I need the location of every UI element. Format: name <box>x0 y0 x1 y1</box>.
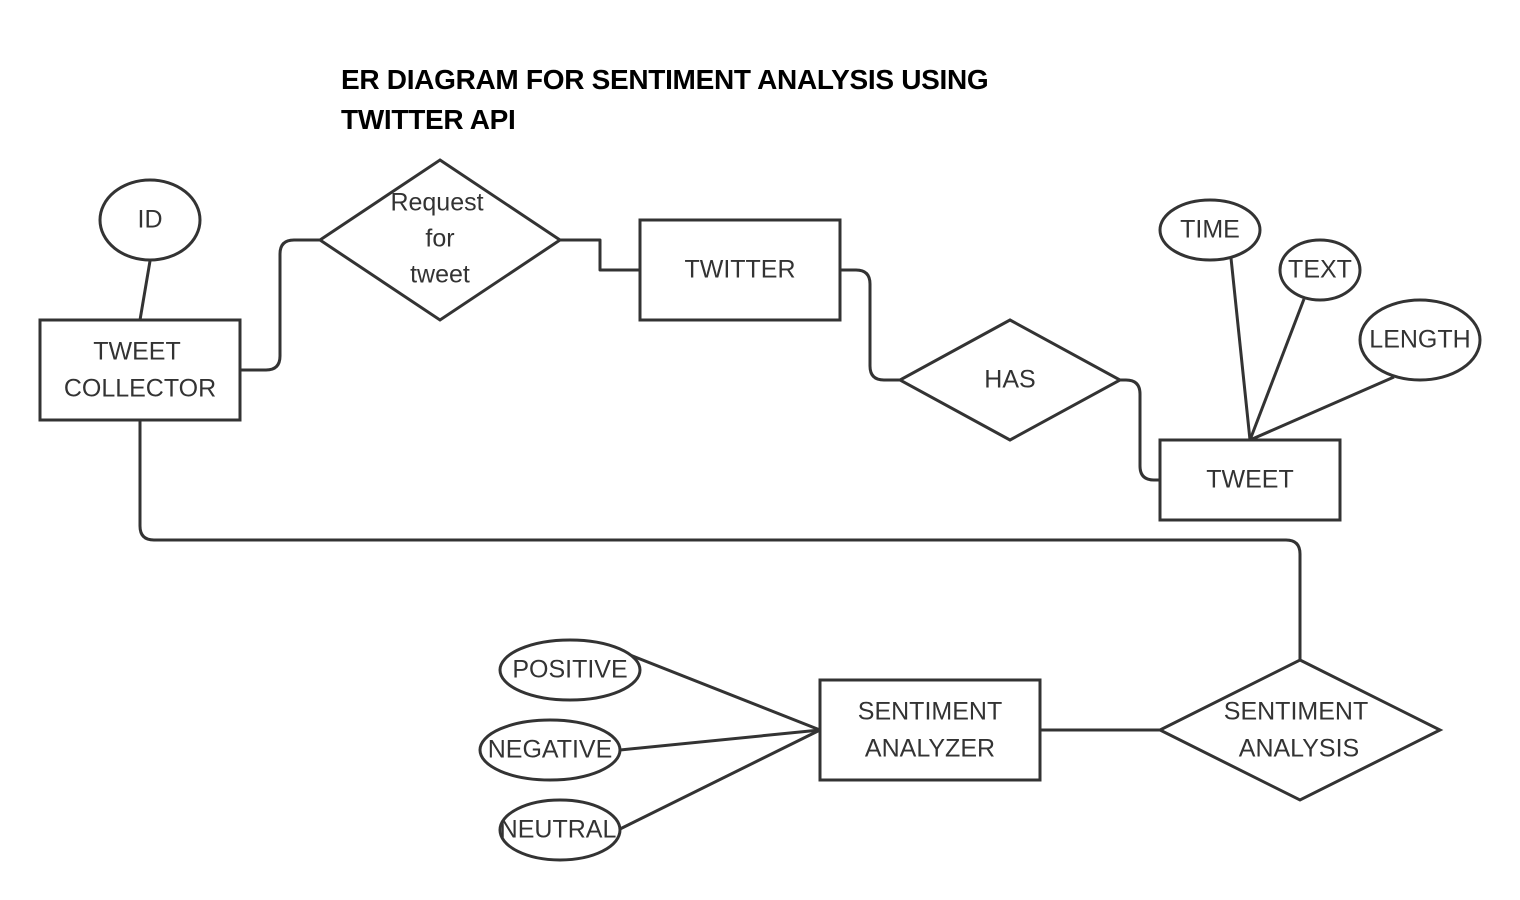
attribute-neutral-label: NEUTRAL <box>500 816 617 844</box>
entity-sentiment-analyzer[interactable]: SENTIMENT ANALYZER <box>818 678 1042 782</box>
entity-sentiment-analyzer-label-1: SENTIMENT <box>858 698 1002 726</box>
entity-tweet[interactable]: TWEET <box>1158 438 1342 522</box>
diagram-title-line-1: ER DIAGRAM FOR SENTIMENT ANALYSIS USING <box>341 64 989 95</box>
connector-time-tweet <box>1229 257 1252 441</box>
relationship-request-label-3: tweet <box>410 261 470 289</box>
entity-tweet-collector-label-2: COLLECTOR <box>64 375 216 403</box>
entity-twitter-label: TWITTER <box>684 256 795 284</box>
diagram-title: ER DIAGRAM FOR SENTIMENT ANALYSIS USING … <box>341 60 989 140</box>
connector-id-tweet-collector <box>138 260 152 321</box>
relationship-sentiment-analysis-label-1: SENTIMENT <box>1224 698 1368 726</box>
attribute-time-label: TIME <box>1180 216 1240 244</box>
diagram-title-line-2: TWITTER API <box>341 104 516 135</box>
connector-twitter-has <box>840 268 900 382</box>
attribute-neutral[interactable]: NEUTRAL <box>498 798 622 862</box>
attribute-positive[interactable]: POSITIVE <box>498 638 642 702</box>
connector-tweet-collector-sentiment-analysis <box>138 420 1302 660</box>
attribute-text[interactable]: TEXT <box>1278 238 1362 302</box>
entity-twitter[interactable]: TWITTER <box>638 218 842 322</box>
relationship-request-label-1: Request <box>390 189 483 217</box>
attribute-time[interactable]: TIME <box>1158 198 1262 262</box>
entity-sentiment-analyzer-label-2: ANALYZER <box>865 735 995 763</box>
relationship-has[interactable]: HAS <box>896 318 1124 442</box>
entity-tweet-collector-label-1: TWEET <box>93 338 181 366</box>
connector-neutral-analyzer <box>617 728 821 832</box>
attribute-negative-label: NEGATIVE <box>488 736 613 764</box>
attribute-length[interactable]: LENGTH <box>1358 298 1482 382</box>
relationship-has-label: HAS <box>984 366 1035 394</box>
attribute-id-label: ID <box>138 206 163 234</box>
relationship-sentiment-analysis-label-2: ANALYSIS <box>1239 735 1359 763</box>
connector-text-tweet <box>1248 298 1306 441</box>
connector-tweet-collector-request <box>240 238 320 372</box>
connector-positive-analyzer <box>629 653 821 732</box>
connector-has-tweet <box>1120 378 1160 482</box>
relationship-request-for-tweet[interactable]: Request for tweet <box>317 158 563 322</box>
attribute-negative[interactable]: NEGATIVE <box>478 718 622 782</box>
entity-tweet-label: TWEET <box>1206 466 1294 494</box>
relationship-sentiment-analysis[interactable]: SENTIMENT ANALYSIS <box>1156 658 1444 802</box>
attribute-length-label: LENGTH <box>1369 326 1470 354</box>
attribute-id[interactable]: ID <box>98 178 202 262</box>
attribute-positive-label: POSITIVE <box>512 656 627 684</box>
connector-negative-analyzer <box>619 728 821 752</box>
attribute-text-label: TEXT <box>1288 256 1352 284</box>
connector-length-tweet <box>1249 375 1395 442</box>
entity-tweet-collector[interactable]: TWEET COLLECTOR <box>38 318 242 422</box>
connector-request-twitter <box>560 238 640 272</box>
relationship-request-label-2: for <box>425 225 454 253</box>
connectors <box>138 238 1395 832</box>
